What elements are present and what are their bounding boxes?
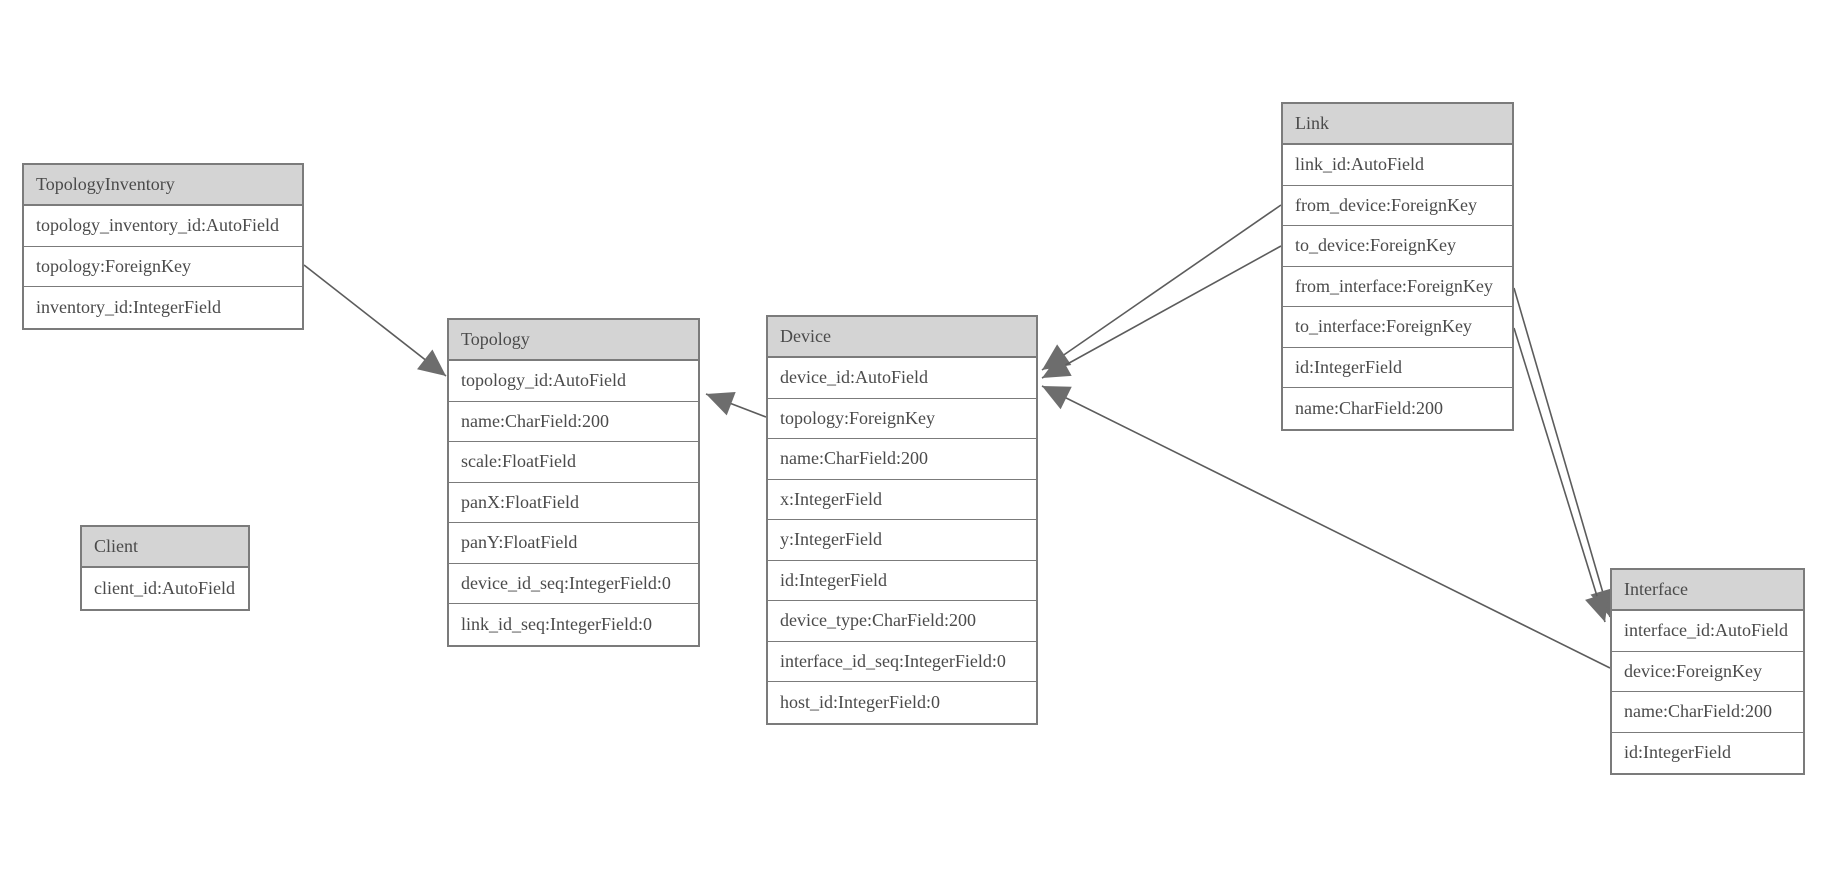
relation-line-topologyinventory-topology [303,264,447,377]
entity-header-client: Client [82,527,248,568]
field-row: panY:FloatField [449,523,698,564]
field-row: interface_id:AutoField [1612,611,1803,652]
field-row: device_id_seq:IntegerField:0 [449,563,698,604]
field-row: device_type:CharField:200 [768,601,1036,642]
arrowhead-icon-link-to_device-device [1042,354,1072,378]
field-row: device:ForeignKey [1612,651,1803,692]
arrowhead-icon-interface-device-device [1042,386,1072,410]
arrowhead-icon-device-topology [706,391,736,416]
arrowhead-icon-topologyinventory-topology [417,349,446,376]
field-row: id:IntegerField [1612,732,1803,773]
relation-line-link-to_interface-interface [1513,327,1606,623]
field-row: id:IntegerField [768,560,1036,601]
relation-line-link-from_device-device [1041,204,1282,371]
relation-line-link-from_interface-interface [1513,287,1611,618]
field-row: to_interface:ForeignKey [1283,307,1512,348]
field-row: from_interface:ForeignKey [1283,266,1512,307]
entity-header-link: Link [1283,104,1512,145]
entity-header-device: Device [768,317,1036,358]
arrowhead-icon-link-to_interface-interface [1585,592,1609,622]
field-row: topology_inventory_id:AutoField [24,206,302,247]
field-row: panX:FloatField [449,482,698,523]
field-row: to_device:ForeignKey [1283,226,1512,267]
entity-header-topologyinventory: TopologyInventory [24,165,302,206]
arrowhead-icon-link-from_device-device [1042,344,1072,370]
field-row: name:CharField:200 [1283,388,1512,429]
field-row: inventory_id:IntegerField [24,287,302,328]
field-row: device_id:AutoField [768,358,1036,399]
entity-header-interface: Interface [1612,570,1803,611]
relation-line-link-to_device-device [1041,245,1282,379]
field-row: from_device:ForeignKey [1283,185,1512,226]
field-row: client_id:AutoField [82,568,248,609]
field-row: topology:ForeignKey [24,246,302,287]
field-row: name:CharField:200 [1612,692,1803,733]
relation-line-device-topology [705,393,767,418]
field-row: link_id_seq:IntegerField:0 [449,604,698,645]
field-row: y:IntegerField [768,520,1036,561]
field-row: interface_id_seq:IntegerField:0 [768,641,1036,682]
field-row: host_id:IntegerField:0 [768,682,1036,723]
field-row: name:CharField:200 [449,401,698,442]
field-row: topology:ForeignKey [768,398,1036,439]
field-row: x:IntegerField [768,479,1036,520]
field-row: id:IntegerField [1283,347,1512,388]
entity-header-topology: Topology [449,320,698,361]
field-row: topology_id:AutoField [449,361,698,402]
field-row: scale:FloatField [449,442,698,483]
field-row: link_id:AutoField [1283,145,1512,186]
field-row: name:CharField:200 [768,439,1036,480]
